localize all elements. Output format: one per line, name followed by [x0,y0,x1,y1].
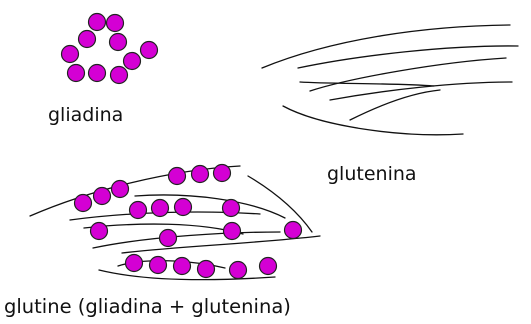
gliadin-molecule [62,14,158,84]
gluten-bead [198,261,215,278]
glutenin-strand [300,82,434,86]
glutenin-strand [283,106,463,135]
gluten-bead [152,200,169,217]
glutenin-strand [298,46,518,68]
gluten-bead [230,262,247,279]
gluten-bead [160,230,177,247]
gluten-bead [192,166,209,183]
gluten-bead [214,165,231,182]
gliadin-bead [141,42,158,59]
gluten-bead [126,255,143,272]
gliadin-bead [107,15,124,32]
gluten-strand [248,176,312,232]
gluten-gliadin-beads [75,165,302,279]
gluten-bead [224,223,241,240]
gliadin-bead [124,53,141,70]
gluten-bead [260,258,277,275]
gluten-bead [130,202,147,219]
gluten-bead [75,195,92,212]
gliadin-bead [79,31,96,48]
glutenin-strand [310,58,506,91]
gliadin-bead [111,67,128,84]
gluten-bead [94,188,111,205]
gluten-bead [112,181,129,198]
gluten-bead [91,223,108,240]
gluten-strand [93,232,280,248]
gluten-bead [223,200,240,217]
gliadin-bead [68,65,85,82]
glutenin-molecule [262,25,518,135]
gliadin-bead [110,34,127,51]
gluten-bead [169,168,186,185]
gluten-label: glutine (gliadina + glutenina) [4,295,291,318]
gluten-bead [285,222,302,239]
gluten-bead [175,199,192,216]
glutenin-label: glutenina [327,163,417,185]
gliadin-bead [62,46,79,63]
gliadin-label: gliadina [48,104,123,126]
gluten-bead [174,258,191,275]
gluten-bead [150,257,167,274]
gliadin-bead [89,65,106,82]
gliadin-bead [89,14,106,31]
